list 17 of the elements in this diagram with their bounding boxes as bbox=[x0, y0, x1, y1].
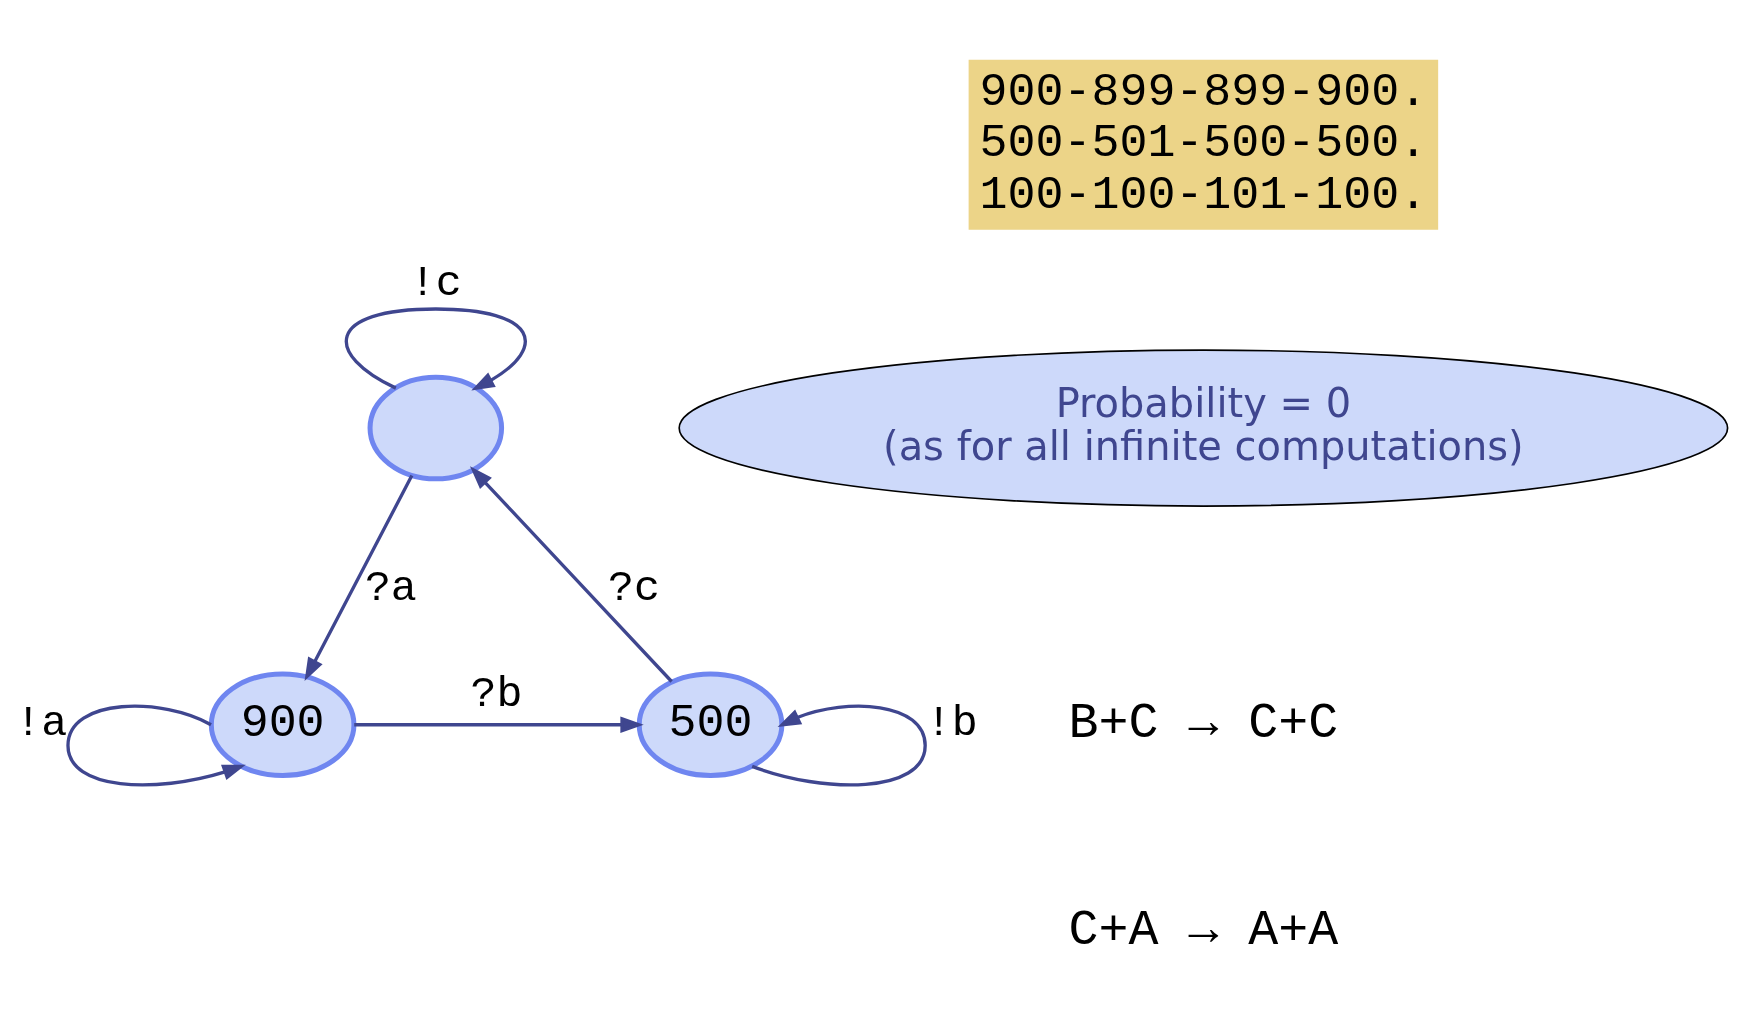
edge-label: !c bbox=[409, 258, 462, 308]
edge-label: ?a bbox=[364, 563, 417, 613]
arrow bbox=[469, 465, 673, 683]
arrow bbox=[354, 716, 644, 733]
node-ellipse: 500 bbox=[636, 670, 785, 778]
node-box: 900-899-899-900. 500-501-500-500. 100-100-101-100. bbox=[968, 59, 1439, 230]
label: C+A → A+A bbox=[1068, 901, 1339, 959]
node-circle bbox=[367, 374, 505, 481]
label: B+C → C+C bbox=[1068, 694, 1339, 752]
arrow bbox=[304, 474, 414, 681]
edge-label: ?c bbox=[607, 563, 660, 613]
edge-label: !b bbox=[925, 698, 978, 748]
edge-label: ?b bbox=[470, 669, 523, 719]
arrow bbox=[344, 306, 527, 390]
node-ellipse: Probability = 0 (as for all infinite computations) bbox=[678, 348, 1729, 507]
arrow bbox=[66, 704, 246, 786]
edge-label: !a bbox=[15, 698, 68, 748]
